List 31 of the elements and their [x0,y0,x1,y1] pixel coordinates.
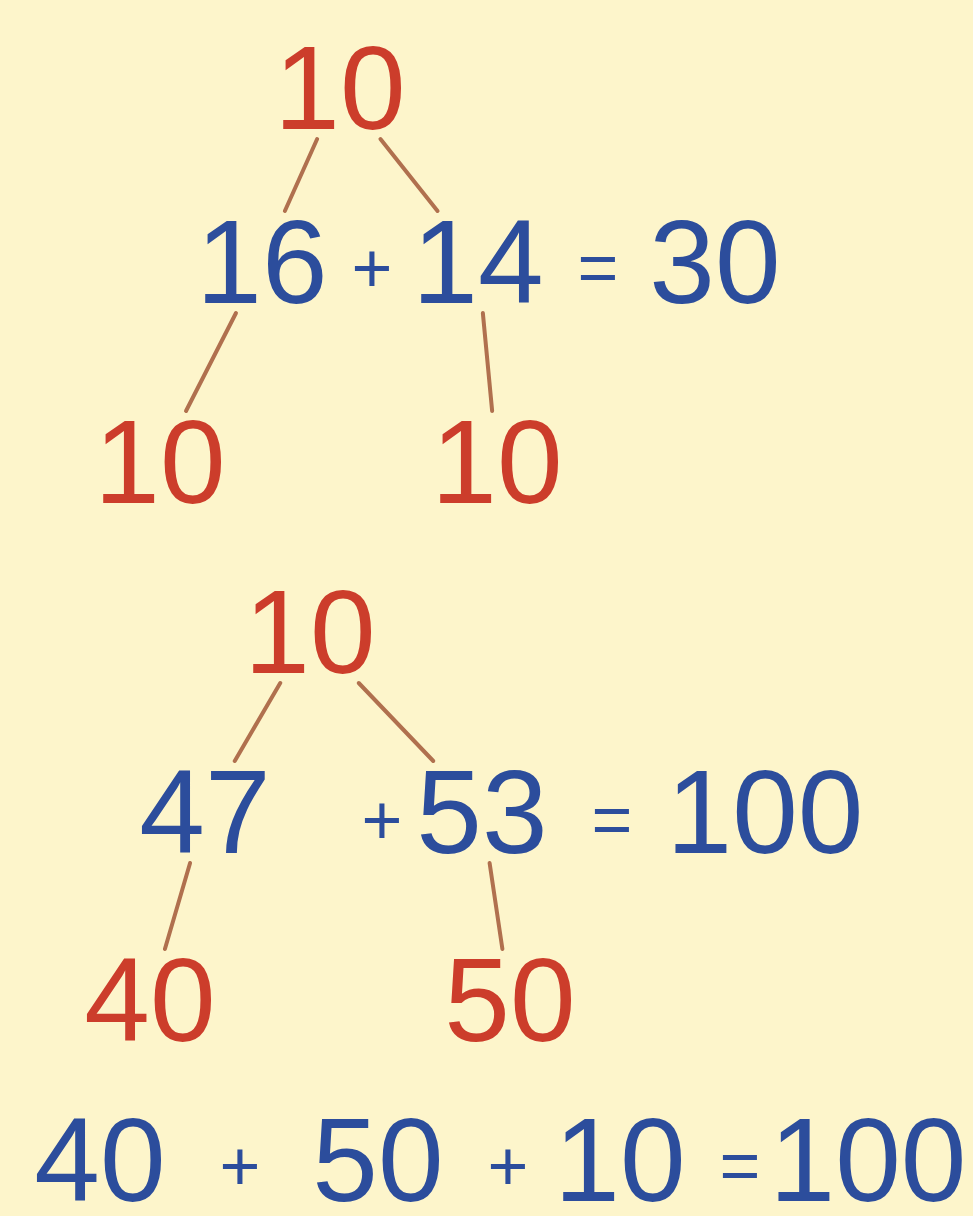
number-label: 10 [274,29,406,147]
operator-symbol: = [719,1131,761,1201]
number-label: 50 [444,941,576,1059]
connector-line [282,137,320,213]
number-label: 53 [416,753,548,871]
connector-line [480,311,495,413]
operator-symbol: + [219,1131,261,1201]
number-label: 14 [412,203,544,321]
number-label: 40 [84,941,216,1059]
connector-line [232,681,283,763]
number-label: 47 [139,753,271,871]
number-label: 100 [769,1101,967,1216]
operator-symbol: + [487,1131,529,1201]
number-label: 16 [196,203,328,321]
connector-line [184,311,238,413]
operator-symbol: + [361,785,403,855]
operator-symbol: = [591,785,633,855]
connector-line [378,137,440,213]
number-label: 30 [649,203,781,321]
number-label: 10 [431,403,563,521]
connector-line [487,861,505,951]
number-label: 40 [34,1101,166,1216]
number-label: 10 [244,573,376,691]
operator-symbol: + [351,233,393,303]
number-label: 10 [554,1101,686,1216]
number-label: 10 [94,403,226,521]
operator-symbol: = [577,233,619,303]
number-label: 100 [666,753,864,871]
connector-line [356,681,436,763]
connector-line [162,861,193,951]
number-label: 50 [312,1101,444,1216]
